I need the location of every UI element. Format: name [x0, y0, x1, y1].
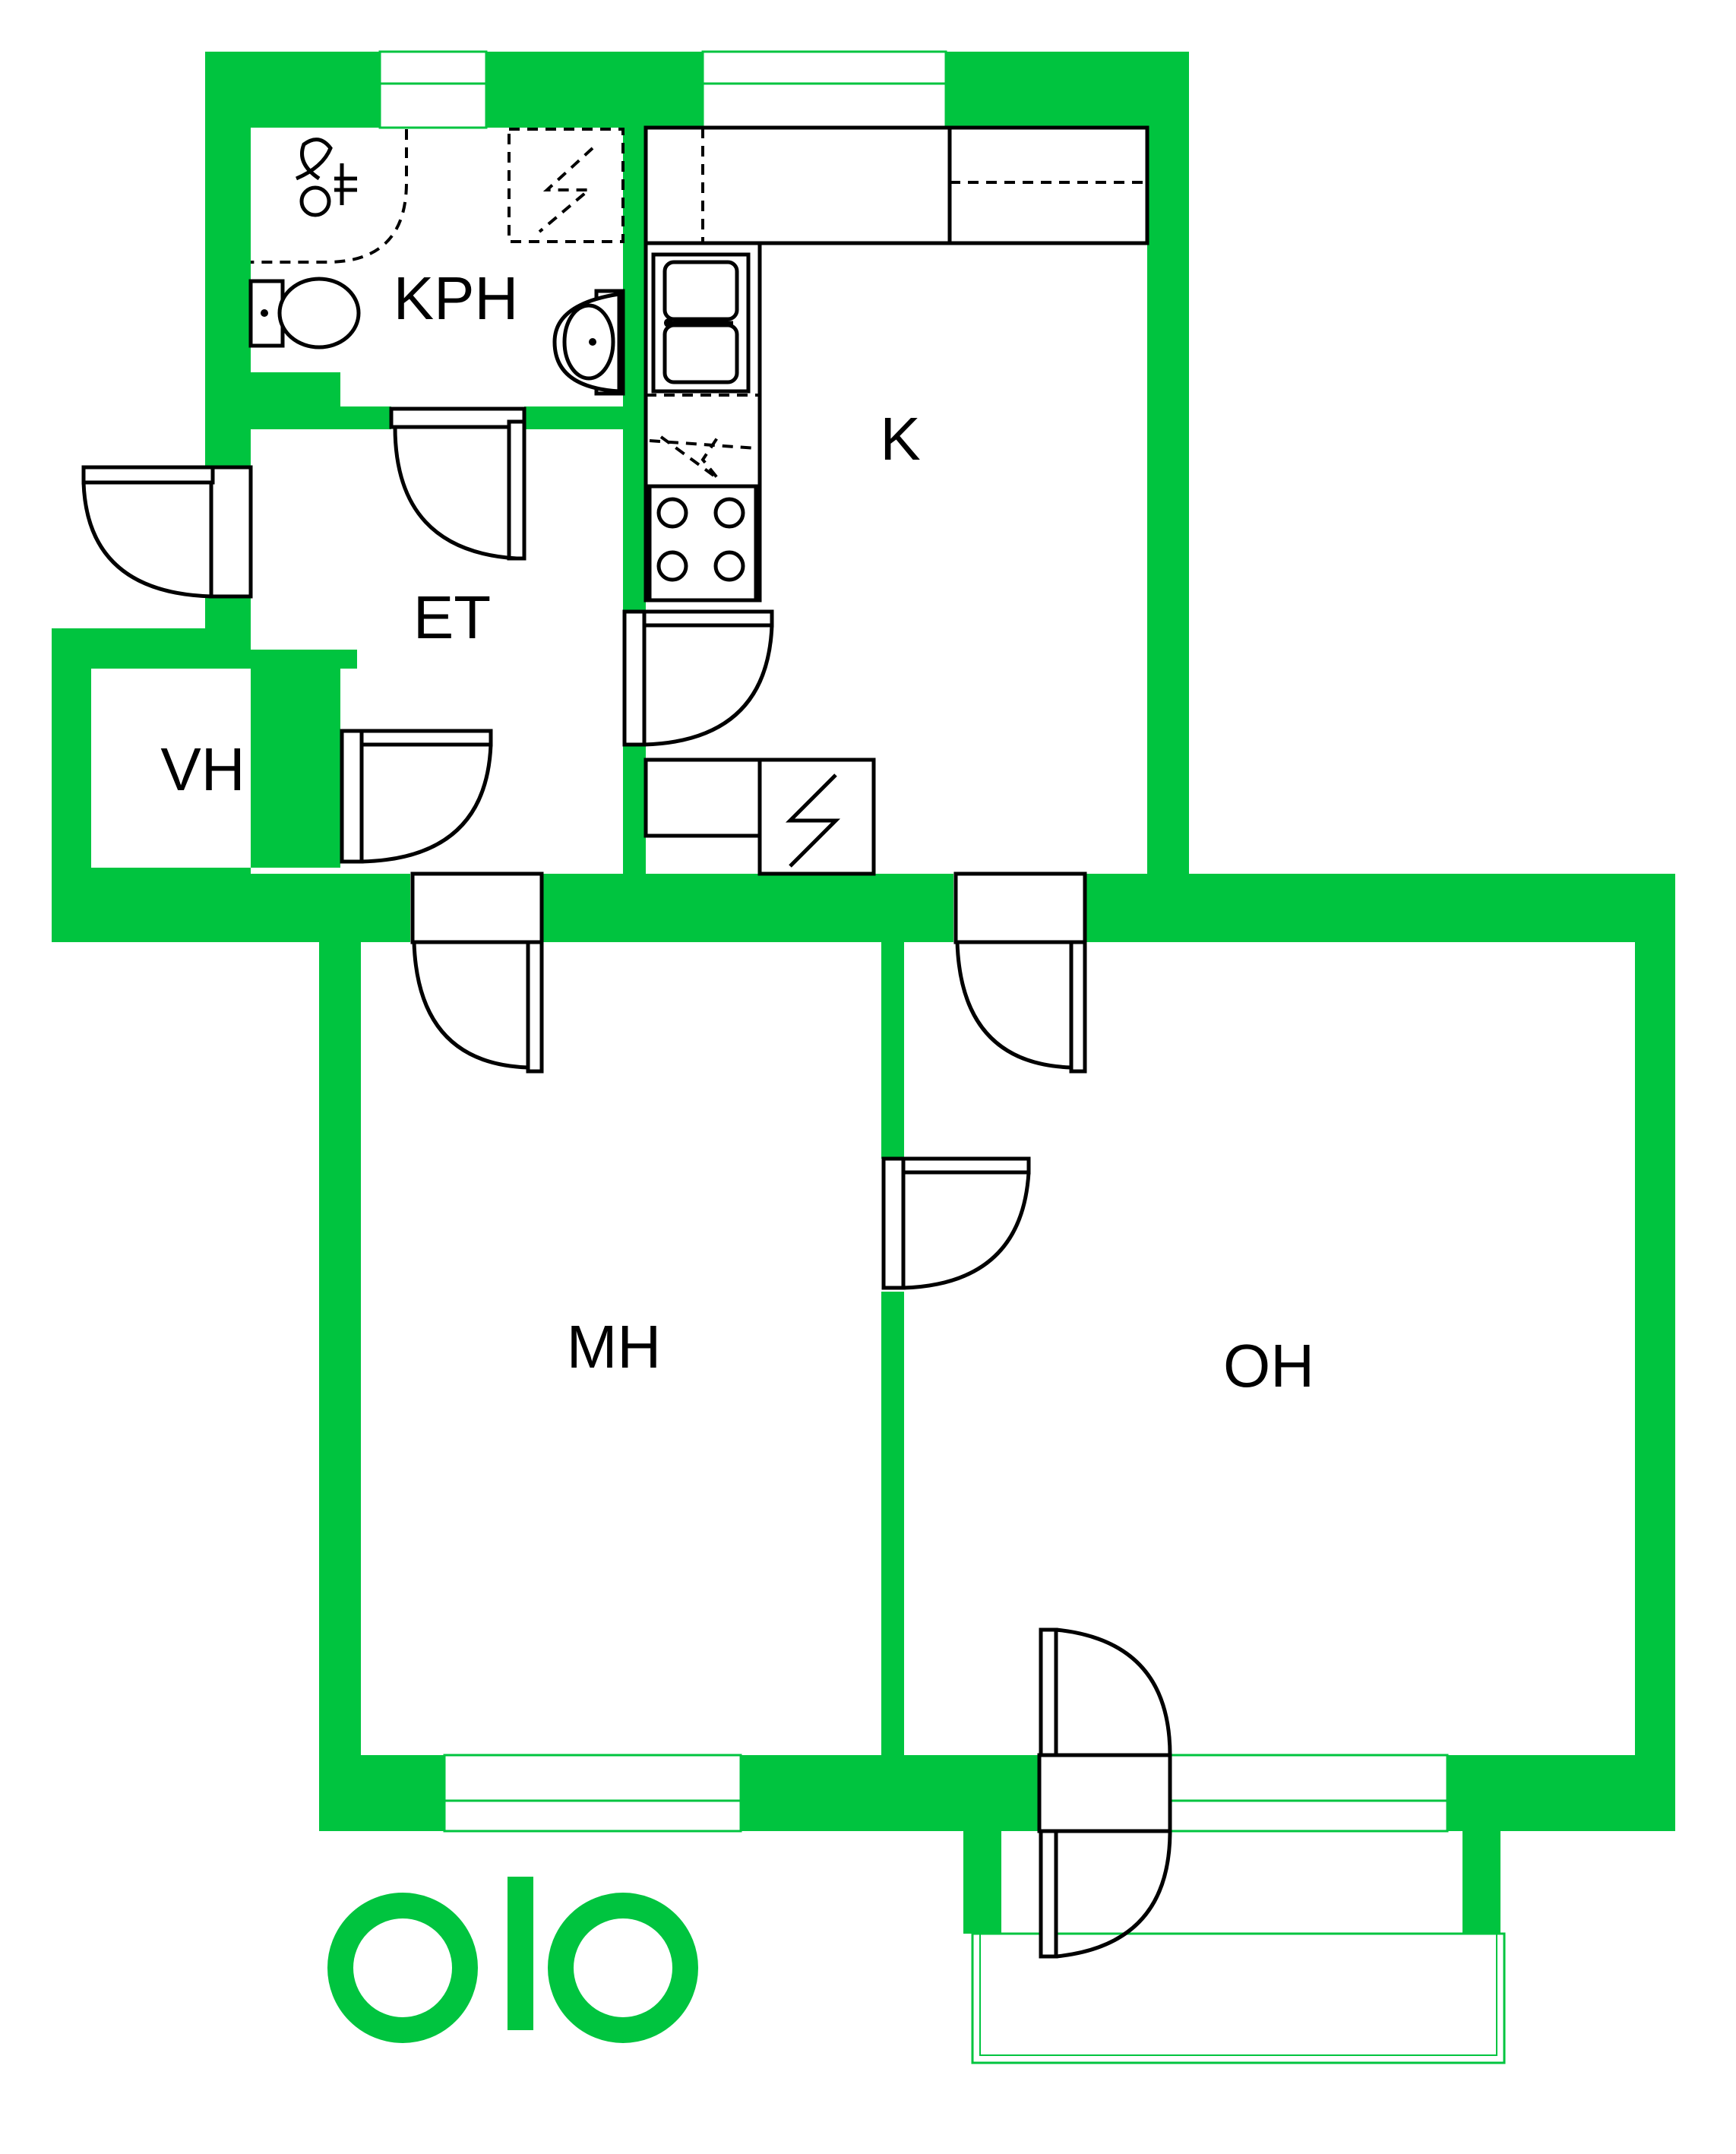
room-label-et: ET [413, 584, 491, 651]
shower-curtain [251, 129, 408, 264]
window-mh [443, 1754, 742, 1833]
door-mh [410, 871, 544, 1074]
door-kitchen [622, 609, 774, 747]
kitchen-counter-top [643, 125, 1149, 245]
door-balcony [1037, 1627, 1172, 1959]
fridge-icon [643, 758, 876, 876]
toilet-icon [248, 277, 361, 350]
room-label-mh: MH [567, 1313, 661, 1381]
sink-double-icon [651, 252, 751, 394]
door-front [81, 465, 253, 599]
olo-logo [327, 1877, 698, 2043]
door-mh-oh [881, 1156, 1031, 1290]
sink-icon [552, 289, 625, 396]
window-kitchen [701, 50, 947, 129]
balcony-railing-inner [979, 1933, 1497, 2056]
window-oh [1168, 1754, 1449, 1833]
door-kph [389, 406, 526, 561]
room-label-k: K [880, 405, 920, 473]
washing-machine-space [508, 128, 625, 243]
room-label-oh: OH [1223, 1332, 1314, 1400]
balcony-wall-left [963, 1831, 1001, 1934]
room-label-vh: VH [160, 735, 245, 803]
shower-icon [296, 138, 357, 217]
stove-icon [647, 484, 758, 603]
door-vh [340, 729, 493, 864]
walls [52, 52, 1675, 1831]
balcony-wall-right [1462, 1831, 1500, 1934]
window-kph [378, 50, 488, 129]
room-label-kph: KPH [394, 264, 519, 332]
door-oh [953, 871, 1087, 1074]
